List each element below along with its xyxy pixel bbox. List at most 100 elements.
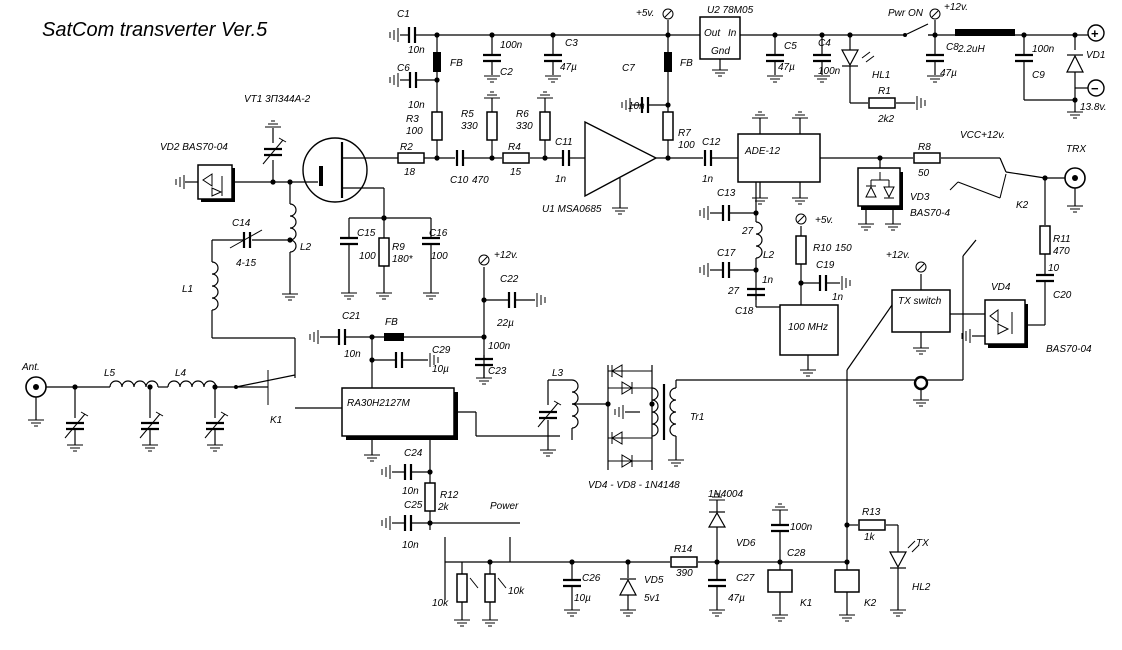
label-u1: U1 MSA0685 xyxy=(542,204,602,215)
label-u2: U2 78M05 xyxy=(707,5,754,16)
label-c2v: 100n xyxy=(500,40,523,51)
label-vt1: VT1 3П344A-2 xyxy=(244,94,311,105)
label-txsw: TX switch xyxy=(898,296,942,307)
label-pot1: 10k xyxy=(432,598,449,609)
label-r10v: 150 xyxy=(835,243,852,254)
label-c10v: 470 xyxy=(472,175,489,186)
label-c29v: 10µ xyxy=(432,364,449,375)
label-c1: C1 xyxy=(397,9,410,20)
label-tr1: Tr1 xyxy=(690,412,704,423)
label-r14: R14 xyxy=(674,544,693,555)
label-r2: R2 xyxy=(400,142,413,153)
label-c3v: 47µ xyxy=(560,62,577,73)
label-c23v: 100n xyxy=(488,341,511,352)
label-r4v: 15 xyxy=(510,167,522,178)
label-c16v: 100 xyxy=(431,251,448,262)
label-c1v: 10n xyxy=(408,45,425,56)
label-r14v: 390 xyxy=(676,568,693,579)
label-r6v: 330 xyxy=(516,121,533,132)
label-l1: L1 xyxy=(182,284,193,295)
label-hl1: HL1 xyxy=(872,70,890,81)
label-trx: TRX xyxy=(1066,144,1086,155)
label-vd5: VD5 xyxy=(644,575,664,586)
label-c27: C27 xyxy=(736,573,755,584)
label-vd1: VD1 xyxy=(1086,50,1105,61)
label-r13v: 1k xyxy=(864,532,876,543)
label-c27v: 47µ xyxy=(728,593,745,604)
label-r1: R1 xyxy=(878,86,891,97)
label-c19: C19 xyxy=(816,260,835,271)
label-c24v: 10n xyxy=(402,486,419,497)
label-r9v: 180* xyxy=(392,254,414,265)
minus-terminal-label: − xyxy=(1091,81,1099,96)
label-c15v: 100 xyxy=(359,251,376,262)
label-u2_in: In xyxy=(728,28,737,39)
label-c17: C17 xyxy=(717,248,736,259)
label-c2: C2 xyxy=(500,67,513,78)
label-p5v_mid: +5v. xyxy=(815,215,833,226)
label-diodes: VD4 - VD8 - 1N4148 xyxy=(588,480,680,491)
label-c9: C9 xyxy=(1032,70,1045,81)
label-c22: C22 xyxy=(500,274,519,285)
label-c14: C14 xyxy=(232,218,251,229)
label-fb3: FB xyxy=(385,317,398,328)
label-r2v: 18 xyxy=(404,167,416,178)
label-c5: C5 xyxy=(784,41,797,52)
label-r5: R5 xyxy=(461,109,474,120)
label-r10: R10 xyxy=(813,243,832,254)
label-c9v: 100n xyxy=(1032,44,1055,55)
label-l4: L4 xyxy=(175,368,187,379)
label-c7: C7 xyxy=(622,63,635,74)
label-c5v: 47µ xyxy=(778,62,795,73)
label-c3: C3 xyxy=(565,38,578,49)
label-r8v: 50 xyxy=(918,168,930,179)
label-r6: R6 xyxy=(516,109,529,120)
label-p12v_b: +12v. xyxy=(886,250,910,261)
label-c8v: 47µ xyxy=(940,68,957,79)
label-vd2: VD2 BAS70-04 xyxy=(160,142,228,153)
label-c18: C18 xyxy=(735,306,754,317)
label-osc: 100 MHz xyxy=(788,322,828,333)
label-p12v_a: +12v. xyxy=(494,250,518,261)
label-c15: C15 xyxy=(357,228,376,239)
label-r12: R12 xyxy=(440,490,459,501)
label-c20: C20 xyxy=(1053,290,1072,301)
label-l2b: L2 xyxy=(763,250,775,261)
label-k1: K1 xyxy=(270,415,282,426)
label-c21v: 10n xyxy=(344,349,361,360)
label-r11: R11 xyxy=(1053,234,1071,245)
label-r1v: 2k2 xyxy=(877,114,895,125)
label-c13: C13 xyxy=(717,188,736,199)
label-vcc12: VCC+12v. xyxy=(960,130,1005,141)
label-vd6: VD6 xyxy=(736,538,756,549)
label-c4: C4 xyxy=(818,38,831,49)
label-hl2: HL2 xyxy=(912,582,931,593)
label-r3: R3 xyxy=(406,114,419,125)
label-l3: L3 xyxy=(552,368,564,379)
label-c28v: 100n xyxy=(790,522,813,533)
label-c22v: 22µ xyxy=(496,318,514,329)
label-c26v: 10µ xyxy=(574,593,591,604)
label-p12v_top: +12v. xyxy=(944,2,968,13)
label-r9: R9 xyxy=(392,242,405,253)
label-c10: C10 xyxy=(450,175,469,186)
label-r12v: 2k xyxy=(437,502,450,513)
label-r13: R13 xyxy=(862,507,881,518)
label-ade: ADE-12 xyxy=(744,146,780,157)
label-c21: C21 xyxy=(342,311,360,322)
label-fb2: FB xyxy=(680,58,693,69)
label-r3v: 100 xyxy=(406,126,423,137)
label-c13v: 27 xyxy=(741,226,754,237)
label-c11v: 1n xyxy=(555,174,567,185)
label-1n4004: 1N4004 xyxy=(708,489,743,500)
label-r8: R8 xyxy=(918,142,931,153)
label-c28: C28 xyxy=(787,548,806,559)
label-c7v: 10n xyxy=(628,101,645,112)
label-vd3: VD3 xyxy=(910,192,930,203)
label-c8: C8 xyxy=(946,42,959,53)
label-k2top: K2 xyxy=(1016,200,1029,211)
label-l_22: 2.2uH xyxy=(957,44,985,55)
label-r4: R4 xyxy=(508,142,521,153)
